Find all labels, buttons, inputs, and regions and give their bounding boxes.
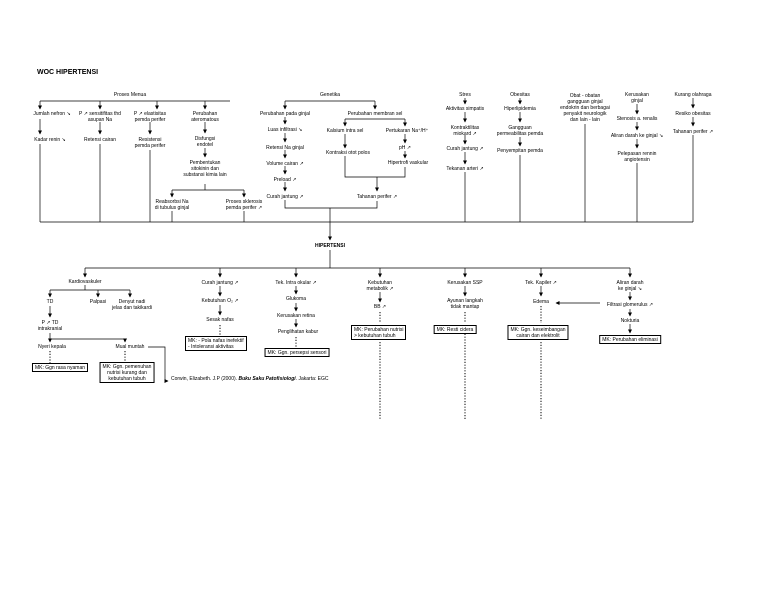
node-td: TD xyxy=(46,299,54,305)
node-genetika: Genetika xyxy=(319,92,341,98)
node-curah-jantung: Curah jantung ↗ xyxy=(201,280,239,286)
node-bb: BB ↗ xyxy=(373,304,387,310)
diagnosis-ggn-pemenuhan-nutrisi: MK: Ggn. pemenuhan nutrisi kurang dan ke… xyxy=(99,362,155,383)
node-obat-obatan: Obat - obatan gangguan ginjal endokrin d… xyxy=(560,93,610,123)
node-perubahan-membran: Perubahan membran sel xyxy=(347,111,403,117)
node-ayunan-langkah: Ayunan langkah tidak mantap xyxy=(447,298,483,310)
node-sesak-nafas: Sesak nafas xyxy=(206,317,234,323)
node-disfungsi-endotel: Disfungsi endotel xyxy=(194,136,216,148)
reference-citation: Corwin, Elizabeth. J.P (2000). Buku Saku… xyxy=(171,376,328,382)
node-hipertensi: HIPERTENSI xyxy=(314,243,346,249)
diagnosis-ggn-rasa-nyaman: MK: Ggn rasa nyaman xyxy=(31,363,89,372)
node-jumlah-nefron: Jumlah nefron ↘ xyxy=(33,111,71,117)
node-tahanan-perifer-olahraga: Tahanan perifer ↗ xyxy=(672,129,714,135)
node-mual-muntah: Mual muntah xyxy=(115,344,145,350)
node-penyempitan-pemda: Penyempitan pemda xyxy=(497,148,543,154)
node-p-td-intrakranial: P ↗ TD intrakranial xyxy=(37,320,63,332)
node-kerusakan-retina: Kerusakan retina xyxy=(277,313,315,319)
node-kurang-olahraga: Kurang olahraga xyxy=(674,92,712,98)
node-proses-sklerosis: Proses sklerosis pemda perifer ↗ xyxy=(225,199,263,211)
node-resiko-obesitas: Resiko obesitas xyxy=(675,111,711,117)
node-obesitas: Obesitas xyxy=(510,92,530,98)
node-kalsium: Kalsium intra sel xyxy=(326,128,364,134)
node-stenosis: Stenosis a. renalis xyxy=(616,116,658,122)
node-luas-infiltrasi: Luas infiltrasi ↘ xyxy=(267,127,303,133)
node-pembentukan-sitokinin: Pembentukan sitokinin dan substansi kimi… xyxy=(183,160,227,178)
node-kerusakan-ssp: Kerusakan SSP xyxy=(447,280,483,286)
diagnosis-perubahan-nutrisi: MK: Perubahan nutrisi > kebutuhan tubuh xyxy=(351,325,407,340)
node-penglihatan-kabur: Penglihatan kabur xyxy=(277,329,319,335)
node-kardiovaskuler: Kardiovaskuler xyxy=(68,279,102,285)
node-nyeri-kepala: Nyeri kepala xyxy=(38,344,66,350)
node-perubahan-ateromatous: Perubahan ateromatous xyxy=(191,111,219,123)
node-pelepasan-renin: Pelepasan rennin angiotensin xyxy=(617,151,657,163)
diagram-title: WOC HIPERTENSI xyxy=(37,69,99,76)
diagnosis-resti-cidera: MK: Resti cidera xyxy=(433,325,477,334)
node-perubahan-ginjal: Perubahan pada ginjal xyxy=(259,111,311,117)
node-glukoma: Glukoma xyxy=(285,296,307,302)
node-kontraktilitas: Kontraktilitas miokard ↗ xyxy=(450,125,480,137)
node-kontraksi: Kontraksi otot polos xyxy=(326,150,370,156)
reference-authors: Corwin, Elizabeth. J.P (2000). xyxy=(171,376,238,382)
node-kebutuhan-metabolik: Kebutuhan metabolik ↗ xyxy=(366,280,394,292)
node-edema: Edema xyxy=(533,299,549,305)
node-palpasi: Palpasi xyxy=(89,299,107,305)
node-retensi-cairan: Retensi cairan xyxy=(84,137,116,143)
node-kadar-renin: Kadar renin ↘ xyxy=(34,137,66,143)
node-elastisitas: P ↗ elastisitas pemda perifer xyxy=(133,111,167,123)
diagnosis-keseimbangan-cairan: MK: Ggn. keseimbangan cairan dan elektro… xyxy=(507,325,569,340)
node-tekanan-arteri: Tekanan arteri ↗ xyxy=(446,166,484,172)
node-hipertrofi: Hipertrofi vaskular xyxy=(387,160,429,166)
node-curah-jantung-stres: Curah jantung ↗ xyxy=(446,146,484,152)
reference-publisher: . Jakarta: EGC xyxy=(295,376,329,382)
node-aliran-darah-ginjal-top: Aliran darah ke ginjal ↘ xyxy=(610,133,664,139)
node-pertukaran: Pertukaran Na⁺/H⁺ xyxy=(385,128,429,134)
node-nokturia: Nokturia xyxy=(620,318,640,324)
node-stres: Stres xyxy=(459,92,471,98)
node-tek-intra-okular: Tek. Intra okular ↗ xyxy=(275,280,317,286)
node-denyut-nadi: Denyut nadi jelas dan takikardi xyxy=(111,299,153,311)
node-retensi-na: Retensi Na ginjal xyxy=(266,145,304,151)
node-tahanan-perifer-genetika: Tahanan perifer ↗ xyxy=(356,194,398,200)
node-reabsorbsi-na: Reabsorbsi Na di tubulus ginjal xyxy=(154,199,190,211)
node-filtrasi-glomerulus: Filtrasi glomerulus ↗ xyxy=(606,302,654,308)
node-proses-menua: Proses Menua xyxy=(113,92,147,98)
node-aktivitas-simpatis: Aktivitas simpatis xyxy=(445,106,485,112)
node-curah-jantung-genetika: Curah jantung ↗ xyxy=(266,194,304,200)
node-resistensi: Resistensi pemda perifer xyxy=(134,137,166,149)
diagnosis-persepsi-sensori: MK: Ggn. persepsi sensori xyxy=(264,348,330,357)
node-hiperlipidemia: Hiperlipidemia xyxy=(504,106,536,112)
node-preload: Preload ↗ xyxy=(273,177,297,183)
diagnosis-perubahan-eliminasi: MK: Perubahan eliminasi xyxy=(599,335,661,344)
node-tek-kapiler: Tek. Kapiler ↗ xyxy=(525,280,557,286)
diagnosis-pola-nafas: MK: - Pola nafas inefektif - Intoleransi… xyxy=(185,336,247,351)
node-volume-cairan: Volume cairan ↗ xyxy=(266,161,304,167)
node-aliran-darah-ginjal: Aliran darah ke ginjal ↘ xyxy=(616,280,644,292)
node-gangguan-permeabilitas: Gangguan permeabilitas pemda xyxy=(496,125,544,137)
node-kebutuhan-o2: Kebutuhan O₂ ↗ xyxy=(201,298,239,304)
node-kerusakan-ginjal: Kerusakan ginjal xyxy=(625,92,649,104)
node-ph: pH ↗ xyxy=(399,145,411,151)
node-sensitifitas: P ↗ sensitifitas thd asupan Na xyxy=(79,111,121,123)
reference-book-title: Buku Saku Patofisiologi xyxy=(238,376,296,382)
